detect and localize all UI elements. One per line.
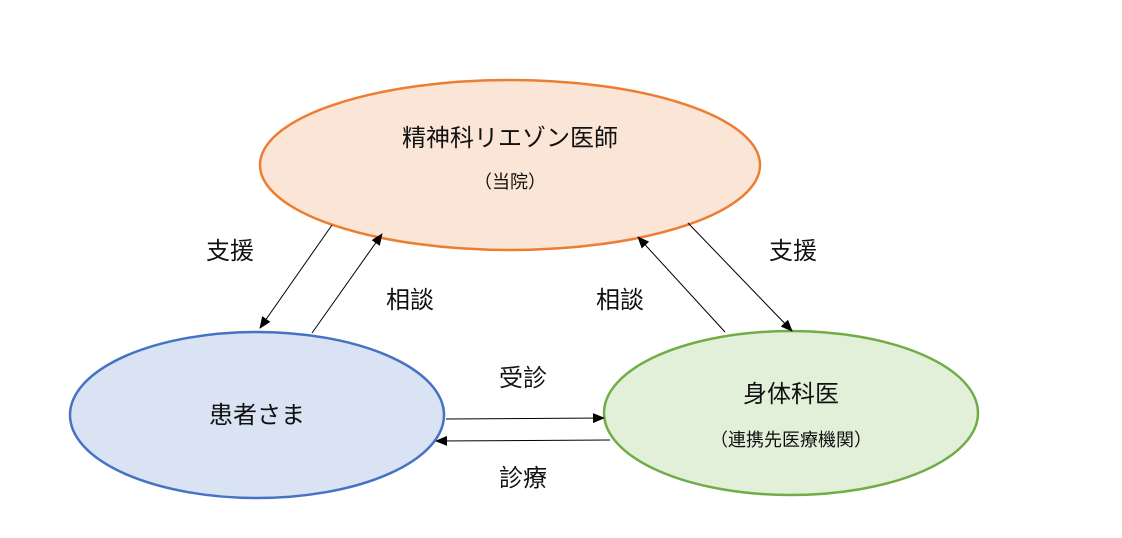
arrow-support-to-patient xyxy=(259,224,333,329)
label-support-left: 支援 xyxy=(206,237,254,265)
node-physician: 身体科医 （連携先医療機関） xyxy=(602,329,980,497)
label-visit: 受診 xyxy=(499,364,547,392)
physician-subtitle: （連携先医療機関） xyxy=(710,430,872,451)
physician-title: 身体科医 xyxy=(743,380,839,408)
arrow-consult-from-patient xyxy=(311,233,383,334)
arrow-treatment-to-patient xyxy=(435,435,611,446)
physician-ellipse xyxy=(602,329,980,497)
label-treatment: 診療 xyxy=(499,464,547,492)
node-patient: 患者さま xyxy=(68,330,446,500)
label-consult-right: 相談 xyxy=(596,286,644,314)
liaison-title: 精神科リエゾン医師 xyxy=(402,124,618,152)
label-consult-left: 相談 xyxy=(386,286,434,314)
arrow-visit-to-physician xyxy=(445,413,605,424)
liaison-ellipse xyxy=(258,78,762,252)
label-support-right: 支援 xyxy=(769,237,817,265)
node-liaison-psychiatrist: 精神科リエゾン医師 （当院） xyxy=(258,78,762,252)
arrow-support-to-physician xyxy=(687,222,793,332)
patient-ellipse xyxy=(68,330,446,500)
arrow-consult-from-physician xyxy=(637,236,726,333)
liaison-subtitle: （当院） xyxy=(474,172,546,193)
patient-title: 患者さま xyxy=(209,401,305,429)
